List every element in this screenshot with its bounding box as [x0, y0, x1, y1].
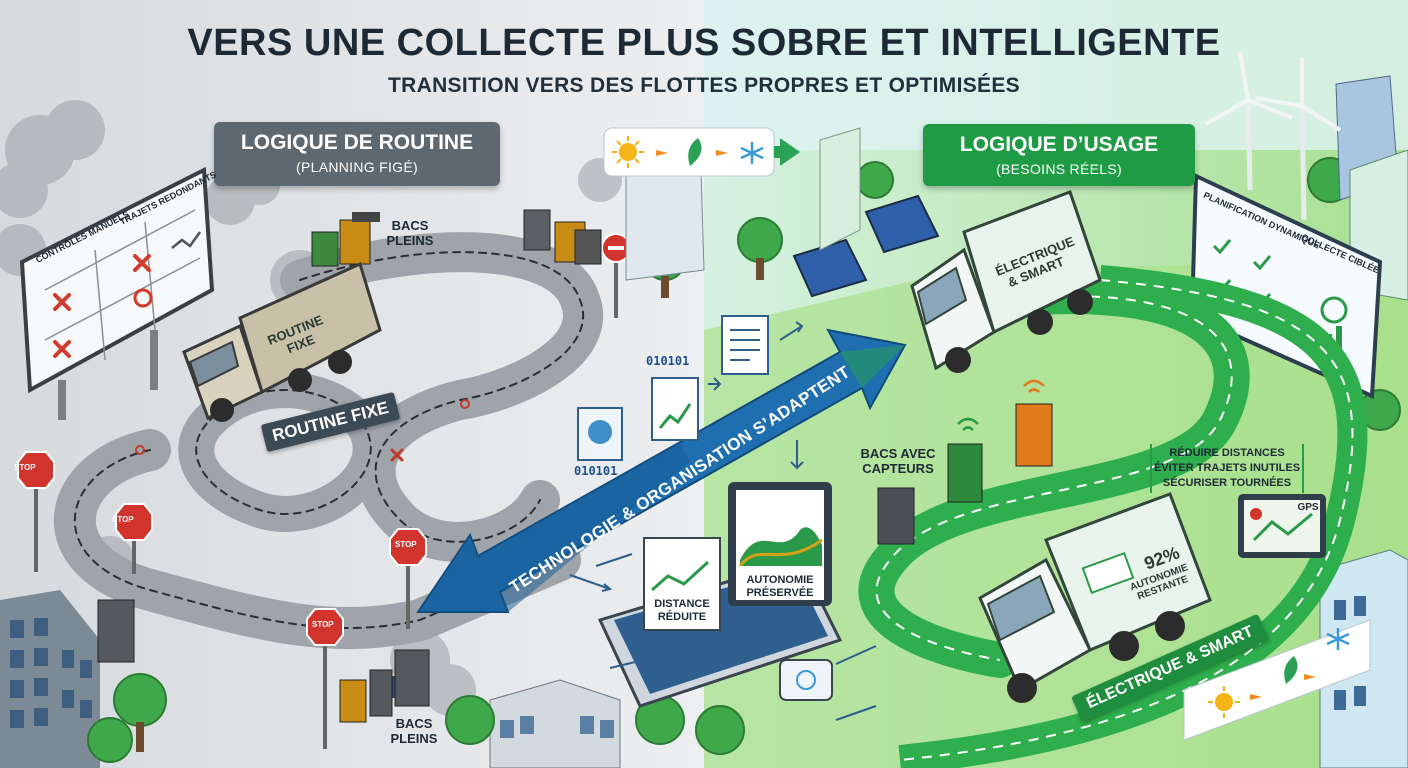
electric-truck-bottom: [978, 492, 1212, 703]
overflowing-bins: [97, 209, 602, 723]
leaf-icon: [688, 138, 1298, 684]
routine-billboard: [19, 166, 215, 420]
connector-arrows: [569, 553, 877, 721]
electric-truck-top: [910, 190, 1102, 373]
data-flow-icons: [577, 315, 804, 470]
sensor-bins: [877, 379, 1053, 545]
wifi-icon: [957, 379, 1045, 431]
routine-road-maze: [54, 232, 603, 650]
benefit-avoid-useless-trips: ÉVITER TRAJETS INUTILES: [1153, 462, 1301, 474]
bins-full-label-top: BACS PLEINS: [386, 218, 434, 248]
solar-panel-icon: [792, 194, 940, 298]
stop-sign-text: STOP: [14, 463, 36, 472]
page-title: VERS UNE COLLECTE PLUS SOBRE ET INTELLIG…: [187, 22, 1221, 64]
card-distance-reduced: DISTANCE RÉDUITE: [654, 598, 710, 623]
routine-logic-subtitle: (PLANNING FIGÉ): [296, 159, 418, 175]
city-buildings-left: [0, 590, 621, 768]
stop-sign-text: STOP: [312, 620, 334, 629]
sun-icon: [612, 136, 1240, 718]
gps-pin-icon: [1238, 494, 1326, 558]
usage-logic-subtitle: (BESOINS RÉELS): [996, 161, 1122, 177]
tablet-dashboard: [597, 482, 843, 708]
benefit-secure-rounds: SÉCURISER TOURNÉES: [1162, 477, 1292, 489]
binary-data-bottom: 010101: [574, 464, 618, 478]
edge-device: [779, 659, 833, 701]
banner-arrows: [656, 150, 1316, 700]
technology-arrow: [416, 328, 907, 613]
usage-logic-title: LOGIQUE D’USAGE: [959, 133, 1159, 156]
bins-full-label-bottom: BACS PLEINS: [390, 716, 438, 746]
smart-road: [858, 265, 1368, 768]
usage-logic-header: LOGIQUE D’USAGE (BESOINS RÉELS): [923, 124, 1195, 186]
gps-label: GPS: [1297, 502, 1319, 513]
stop-sign-text: STOP: [112, 515, 134, 524]
card-autonomy-preserved: AUTONOMIE PRÉSERVÉE: [746, 574, 814, 599]
binary-data-top: 010101: [646, 354, 690, 368]
stop-sign-text: STOP: [395, 540, 417, 549]
page-subtitle: TRANSITION VERS DES FLOTTES PROPRES ET O…: [388, 74, 1020, 97]
routine-truck-illustration: [182, 261, 382, 422]
benefits-list: RÉDUIRE DISTANCES ÉVITER TRAJETS INUTILE…: [1150, 444, 1304, 493]
snowflake-icon: [740, 142, 1350, 650]
stop-signs: [17, 233, 631, 749]
routine-logic-header: LOGIQUE DE ROUTINE (PLANNING FIGÉ): [214, 122, 500, 186]
benefit-reduce-distance: RÉDUIRE DISTANCES: [1169, 447, 1285, 459]
routine-logic-title: LOGIQUE DE ROUTINE: [240, 131, 474, 154]
wind-turbine-icon: [1205, 51, 1342, 221]
climate-banner-bottom: [1183, 619, 1371, 741]
sensor-bins-label: BACS AVEC CAPTEURS: [860, 446, 936, 476]
